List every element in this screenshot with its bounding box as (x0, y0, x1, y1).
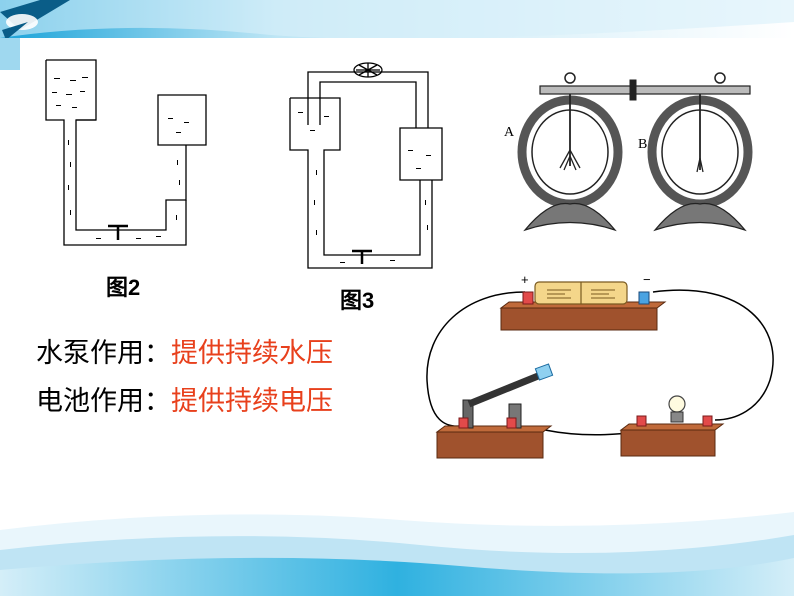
electroscope-diagram: A B (504, 72, 753, 232)
u-tube-diagram (45, 59, 207, 246)
battery-positive-label: + (521, 272, 529, 287)
figure-3-label: 图3 (340, 288, 375, 313)
circuit-diagram: + − (426, 272, 774, 459)
pump-function-answer: 提供持续水压 (171, 338, 333, 369)
battery-function-line: 电池作用：提供持续电压 (36, 388, 333, 415)
electroscope-a-label: A (504, 125, 515, 140)
bulb-board (619, 395, 725, 457)
pump-function-line: 水泵作用：提供持续水压 (36, 340, 333, 367)
battery-function-term: 电池作用： (36, 386, 171, 417)
footer-decoration (0, 512, 794, 596)
battery-function-answer: 提供持续电压 (171, 386, 333, 417)
knife-switch (435, 363, 554, 459)
battery-negative-label: − (643, 272, 651, 287)
electroscope-b-label: B (638, 137, 647, 152)
pump-function-term: 水泵作用： (36, 338, 171, 369)
figure-2-label: 图2 (106, 275, 141, 300)
water-pump-diagram (289, 62, 443, 269)
header-decoration (0, 0, 794, 70)
battery-board (499, 281, 667, 331)
